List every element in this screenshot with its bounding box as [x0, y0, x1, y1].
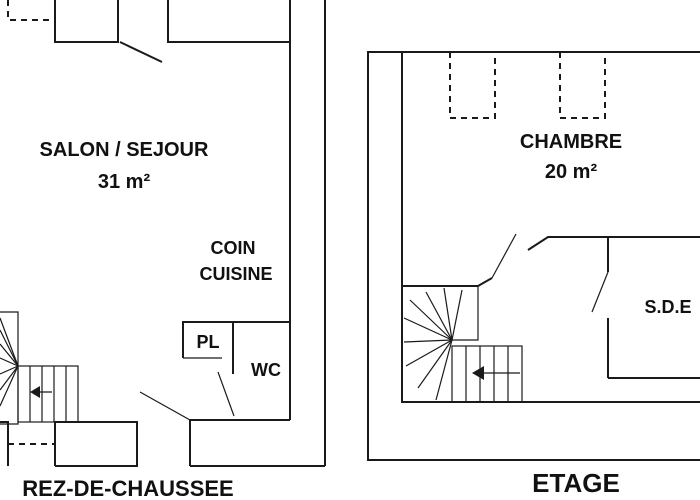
upper-bedroom-door-leaf — [491, 233, 517, 279]
ground-dashed-top — [7, 0, 55, 21]
stair-step — [425, 291, 453, 341]
upper-stair-flight — [451, 345, 523, 403]
ground-entrance-door-leaf — [139, 391, 191, 421]
stair-step — [0, 329, 19, 367]
upper-dormer-window-right — [559, 52, 606, 119]
ground-floor-title: REZ-DE-CHAUSSEE — [22, 476, 233, 500]
upper-outer-wall — [367, 51, 700, 461]
ground-stair-flight — [17, 365, 79, 423]
chambre-label: CHAMBRE — [520, 131, 622, 153]
coin-label: COIN — [211, 238, 256, 258]
arrow-left-icon — [472, 366, 484, 380]
stair-step — [0, 365, 19, 391]
ground-door-leaf-top — [119, 41, 163, 63]
stair-step — [443, 287, 453, 341]
upper-floor-plan — [367, 51, 700, 461]
stair-step — [435, 339, 453, 401]
stair-step — [0, 343, 19, 367]
upper-stair — [402, 285, 523, 403]
stair-step — [0, 357, 19, 367]
arrow-left-icon — [30, 386, 40, 398]
ground-top-wall-left — [54, 0, 119, 43]
ground-wc-bottom-wall — [189, 419, 290, 466]
upper-dormer-window-left — [449, 52, 496, 119]
ground-stair-winder-frame — [0, 311, 19, 425]
stair-step — [403, 339, 453, 343]
ground-floor-plan — [0, 0, 326, 467]
salon-label: SALON / SEJOUR — [40, 139, 209, 161]
sde-label: S.D.E — [644, 297, 691, 317]
upper-stair-frame — [402, 285, 479, 341]
upper-bedroom-partition — [402, 277, 493, 287]
stair-step — [405, 339, 453, 367]
stair-step — [451, 289, 463, 341]
ground-top-wall-right — [167, 0, 290, 43]
wc-label: WC — [251, 360, 281, 380]
stair-step — [417, 339, 453, 389]
pl-label: PL — [196, 332, 219, 352]
ground-bottom-wall-mid — [54, 421, 138, 467]
chambre-area-label: 20 m² — [545, 161, 598, 183]
stair-step — [0, 317, 19, 367]
upper-floor-title: ETAGE — [532, 468, 620, 498]
cuisine-label: CUISINE — [199, 264, 272, 284]
upper-bath-door-leaf — [591, 271, 609, 313]
upper-inner-wall — [401, 52, 700, 403]
stair-step — [0, 365, 19, 375]
salon-area-label: 31 m² — [98, 171, 151, 193]
stair-step — [409, 299, 453, 341]
ground-pl-wall — [182, 321, 290, 358]
stair-step — [403, 317, 453, 341]
ground-wc-door-leaf — [217, 371, 235, 417]
upper-bath-top-wall — [527, 236, 700, 251]
stair-step — [0, 365, 19, 407]
ground-stair — [0, 311, 79, 425]
ground-bottom-wall-left — [0, 421, 9, 466]
